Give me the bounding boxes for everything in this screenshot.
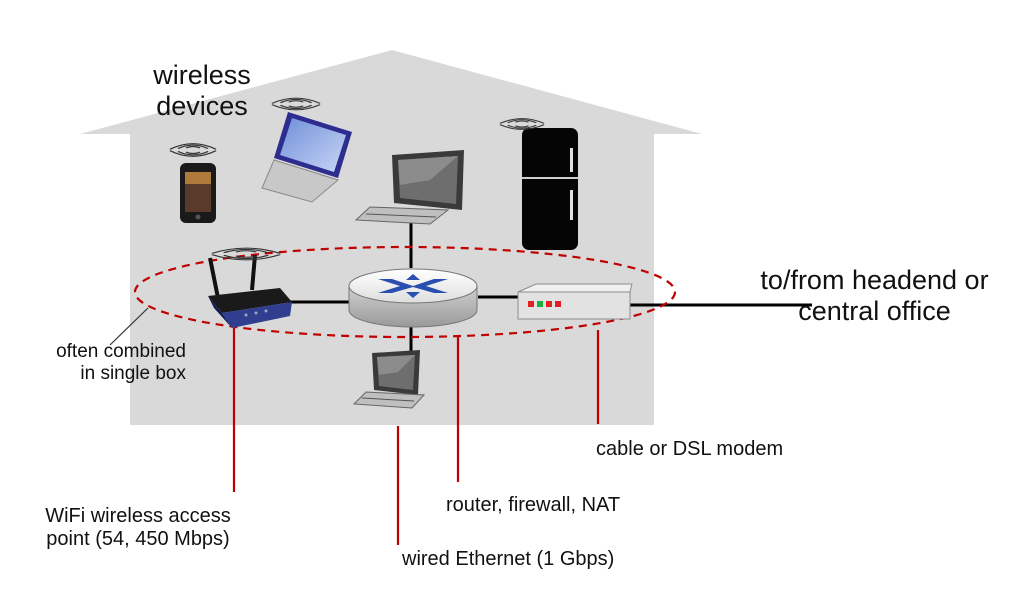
wireless-devices-line1: wireless bbox=[153, 60, 251, 90]
desktop-computer-icon bbox=[354, 150, 464, 225]
wireless-devices-label: wireless devices bbox=[132, 60, 272, 122]
wifi-access-point-icon bbox=[208, 254, 292, 328]
headend-label: to/from headend or central office bbox=[742, 265, 1007, 327]
cable-modem-icon bbox=[517, 283, 633, 320]
wifi-access-point-label: WiFi wireless access point (54, 450 Mbps… bbox=[18, 505, 258, 551]
combined-box-ellipse bbox=[133, 245, 677, 339]
headend-line1: to/from headend or bbox=[760, 265, 989, 295]
combined-box-label: often combined in single box bbox=[14, 341, 186, 385]
modem-label: cable or DSL modem bbox=[596, 438, 784, 460]
combined-line2: in single box bbox=[80, 362, 186, 384]
desktop-computer-icon bbox=[352, 350, 426, 409]
ethernet-label: wired Ethernet (1 Gbps) bbox=[402, 548, 615, 570]
combined-line1: often combined bbox=[56, 341, 186, 362]
wireless-devices-line2: devices bbox=[156, 91, 248, 122]
router-label: router, firewall, NAT bbox=[446, 494, 621, 516]
wifi-line1: WiFi wireless access bbox=[45, 505, 231, 527]
headend-line2: central office bbox=[798, 296, 951, 327]
laptop-icon bbox=[261, 112, 352, 203]
wifi-line2: point (54, 450 Mbps) bbox=[46, 528, 230, 550]
refrigerator-icon bbox=[522, 128, 578, 250]
router-icon bbox=[348, 268, 478, 328]
smartphone-icon bbox=[180, 163, 216, 223]
combined-callout-line bbox=[109, 307, 149, 346]
